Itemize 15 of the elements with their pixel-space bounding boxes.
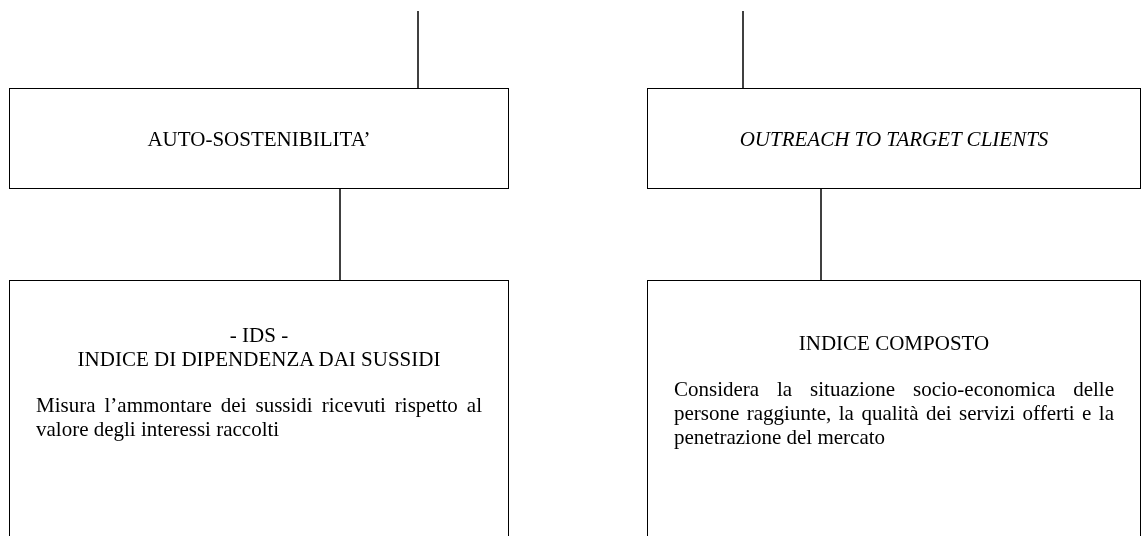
box-heading: OUTREACH TO TARGET CLIENTS [738,126,1050,151]
text-box [647,280,1141,536]
box-description: Misura l’ammontare dei sussidi ricevuti rispetto al valore degli interessi raccolti [36,393,482,441]
text-box [9,280,509,536]
box-heading: INDICE COMPOSTO [797,331,991,355]
connector-line [417,10,419,89]
text-box [647,88,1141,189]
box-description: Considera la situazione socio-economica delle persone raggiunte, la qualità dei servizi offerti e la penetrazione del mercato [674,377,1114,449]
connector-line [820,188,822,281]
box-heading: INDICE DI DIPENDENZA DAI SUSSIDI [76,347,442,371]
connector-line [339,188,341,281]
box-heading: - IDS - [228,323,290,347]
connector-line [742,10,744,89]
box-heading: AUTO-SOSTENIBILITA’ [146,126,372,151]
text-box [9,88,509,189]
